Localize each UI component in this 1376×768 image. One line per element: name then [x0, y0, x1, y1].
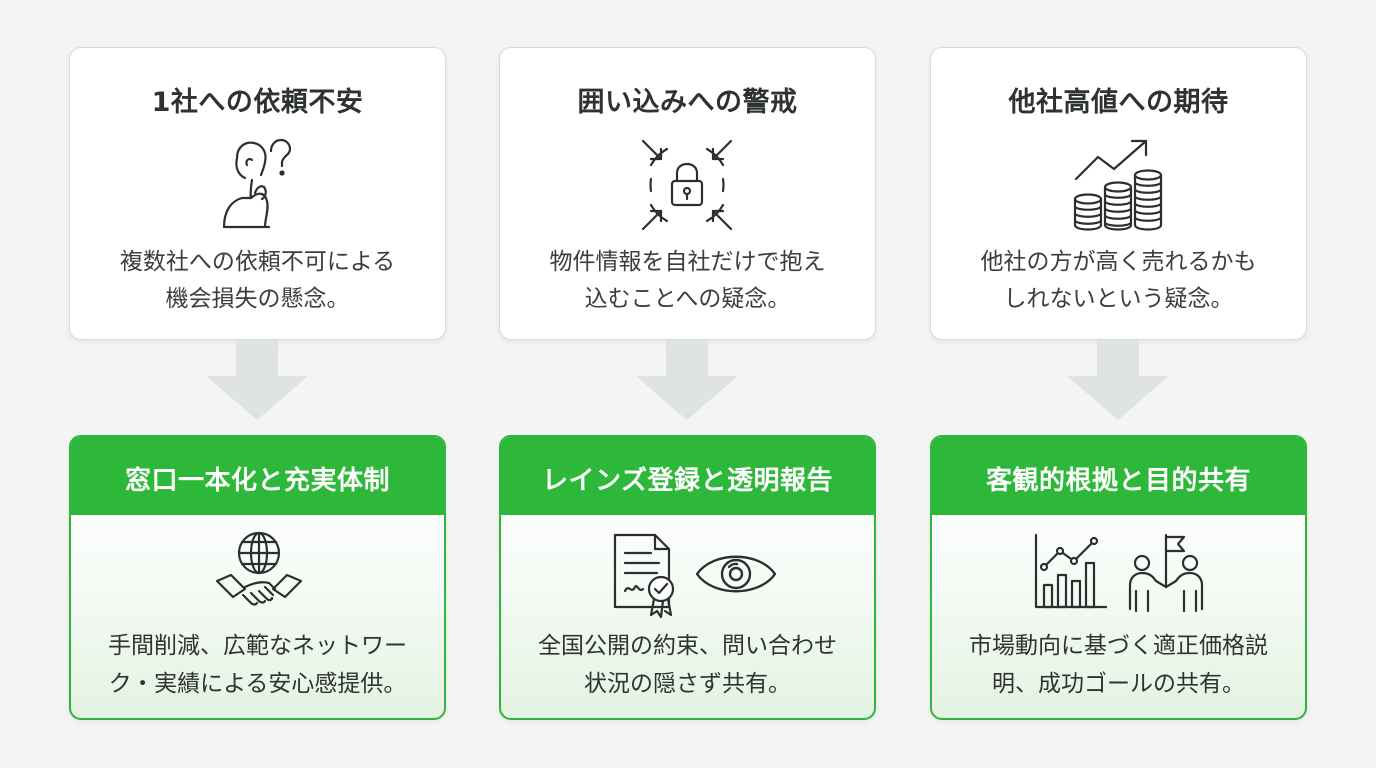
problem-title: 1社への依頼不安	[151, 87, 364, 118]
certificate-document-icon	[611, 529, 681, 619]
desc-line: 市場動向に基づく適正価格説	[969, 633, 1268, 659]
desc-line: 状況の隠さず共有。	[584, 671, 791, 697]
solution-header	[501, 437, 874, 515]
down-arrow-icon	[636, 340, 738, 420]
solution-title: 客観的根拠と目的共有	[985, 466, 1251, 496]
solution-title: 窓口一本化と充実体制	[124, 466, 390, 496]
flow-column-3: 他社高値への期待 他社の方が高く売れるかも	[930, 0, 1307, 768]
solution-description: 市場動向に基づく適正価格説 明、成功ゴールの共有。	[940, 627, 1297, 703]
desc-line: 複数社への依頼不可による	[119, 249, 396, 275]
solution-card-3: 客観的根拠と目的共有	[930, 435, 1307, 720]
desc-line: 他社の方が高く売れるかも	[980, 249, 1257, 275]
desc-line: 機会損失の懸念。	[165, 286, 350, 312]
bar-line-chart-icon	[1030, 529, 1110, 619]
eye-icon	[691, 529, 781, 619]
desc-line: ク・実績による安心感提供。	[108, 671, 407, 697]
flow-column-1: 1社への依頼不安 複数社への依頼不可による 機会損失の懸念。 窓口一本化と充実体…	[69, 0, 446, 768]
people-flag-icon	[1124, 529, 1208, 619]
desc-line: 物件情報を自社だけで抱え	[549, 249, 826, 275]
problem-description: 複数社への依頼不可による 機会損失の懸念。	[79, 244, 436, 318]
solution-card-1: 窓口一本化と充実体制 手間削減、広範なネットワー ク・実績による安心感提供。	[69, 435, 446, 720]
problem-title: 囲い込みへの警戒	[577, 87, 798, 118]
problem-title: 他社高値への期待	[1008, 87, 1229, 118]
globe-handshake-icon	[209, 529, 309, 619]
desc-line: しれないという疑念。	[1003, 286, 1234, 312]
solution-header	[932, 437, 1305, 515]
problem-description: 物件情報を自社だけで抱え 込むことへの疑念。	[509, 244, 866, 318]
problem-description: 他社の方が高く売れるかも しれないという疑念。	[940, 244, 1297, 318]
problem-card-3	[930, 47, 1307, 340]
desc-line: 込むことへの疑念。	[584, 286, 791, 312]
down-arrow-icon	[206, 340, 308, 420]
solution-description: 手間削減、広範なネットワー ク・実績による安心感提供。	[79, 627, 436, 703]
flow-column-2: 囲い込みへの警戒 物件情報を自社だけで抱え 込むことへの疑念。 レインズ登録と透…	[499, 0, 876, 768]
thinking-person-question-icon	[207, 135, 307, 235]
down-arrow-icon	[1067, 340, 1169, 420]
solution-title: レインズ登録と透明報告	[542, 466, 833, 496]
solution-description: 全国公開の約束、問い合わせ 状況の隠さず共有。	[509, 627, 866, 703]
desc-line: 手間削減、広範なネットワー	[108, 633, 407, 659]
coins-rising-arrow-icon	[1068, 135, 1168, 235]
desc-line: 全国公開の約束、問い合わせ	[538, 633, 837, 659]
desc-line: 明、成功ゴールの共有。	[992, 671, 1245, 697]
solution-card-2: レインズ登録と透明報告 全国公	[499, 435, 876, 720]
lock-arrows-inward-icon	[637, 135, 737, 235]
solution-header	[71, 437, 444, 515]
